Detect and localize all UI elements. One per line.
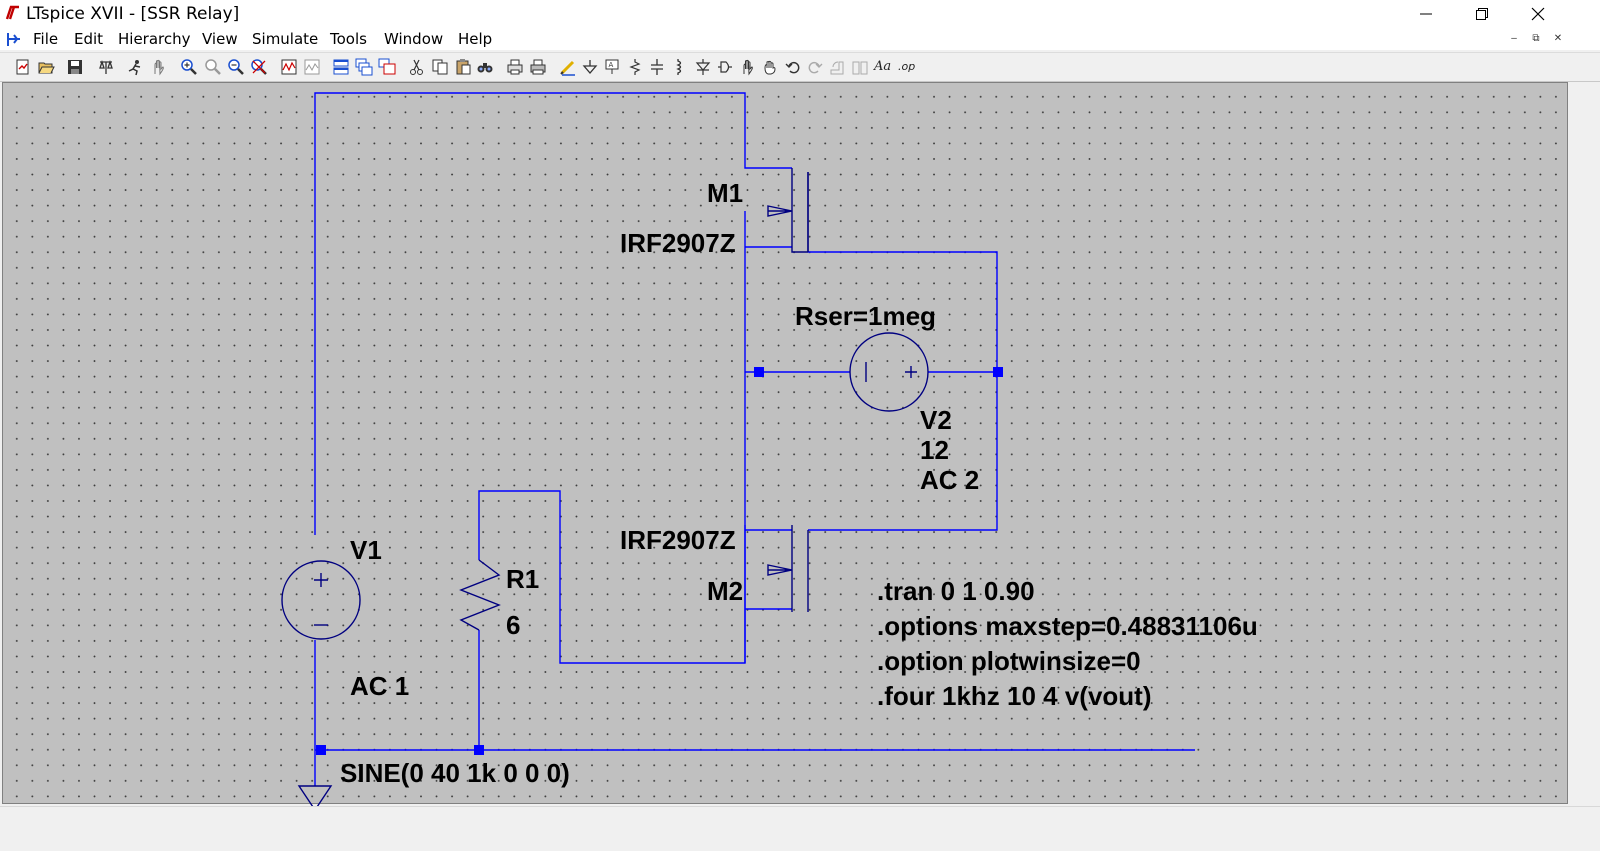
autorange-icon[interactable] xyxy=(280,58,298,76)
v2-param-label[interactable]: Rser=1meg xyxy=(795,301,936,331)
control-panel-icon[interactable] xyxy=(97,58,115,76)
resistor-r1[interactable] xyxy=(459,559,501,631)
print-preview-icon[interactable] xyxy=(506,58,524,76)
menu-view[interactable]: View xyxy=(202,30,238,48)
paste-icon[interactable] xyxy=(454,58,472,76)
menu-hierarchy[interactable]: Hierarchy xyxy=(118,30,191,48)
close-button[interactable] xyxy=(1510,0,1566,28)
junctions xyxy=(316,367,1003,755)
menu-file[interactable]: File xyxy=(33,30,59,48)
tile-vertical-icon[interactable] xyxy=(378,58,396,76)
svg-text:A: A xyxy=(609,61,614,69)
v2-ac-label[interactable]: AC 2 xyxy=(920,465,980,495)
spice-directive-option-plotwinsize[interactable]: .option plotwinsize=0 xyxy=(877,646,1141,676)
new-schematic-icon[interactable] xyxy=(14,58,32,76)
find-icon[interactable] xyxy=(476,58,494,76)
spice-directive-options[interactable]: .options maxstep=0.48831106u xyxy=(877,611,1258,641)
mdi-minimize-button[interactable]: – xyxy=(1511,33,1517,44)
menu-help[interactable]: Help xyxy=(458,30,493,48)
zoom-fit-icon[interactable] xyxy=(250,58,268,76)
menu-tools[interactable]: Tools xyxy=(330,30,367,48)
wire-m1-source-to-m2-source xyxy=(478,247,746,664)
minimize-button[interactable] xyxy=(1398,0,1454,28)
menu-edit[interactable]: Edit xyxy=(74,30,104,48)
wire-v1-to-m1-drain xyxy=(314,92,792,535)
move-icon[interactable] xyxy=(739,58,757,76)
schematic-doc-icon[interactable] xyxy=(5,31,23,48)
v1-name-label[interactable]: V1 xyxy=(350,535,382,565)
junction-r1-ground xyxy=(474,745,484,755)
junction-right xyxy=(993,367,1003,377)
zoom-out-icon[interactable] xyxy=(227,58,245,76)
status-bar xyxy=(0,806,1600,851)
m2-name-label[interactable]: M2 xyxy=(707,576,744,606)
rotate-icon[interactable] xyxy=(829,58,847,76)
minimize-icon xyxy=(1420,13,1432,15)
run-icon[interactable] xyxy=(126,58,144,76)
tile-horizontal-icon[interactable] xyxy=(332,58,350,76)
inductor-icon[interactable] xyxy=(670,58,688,76)
voltage-source-v1[interactable] xyxy=(281,560,361,640)
zoom-pan-icon[interactable] xyxy=(204,58,222,76)
vertical-scrollbar[interactable] xyxy=(1568,82,1600,804)
restore-icon xyxy=(1476,8,1488,20)
cut-icon[interactable] xyxy=(408,58,426,76)
m1-value-label[interactable]: IRF2907Z xyxy=(620,228,736,258)
r1-name-label[interactable]: R1 xyxy=(506,564,540,594)
toolbar: A Aa .op xyxy=(0,52,1600,82)
save-icon[interactable] xyxy=(66,58,84,76)
menu-simulate[interactable]: Simulate xyxy=(252,30,319,48)
m1-name-label[interactable]: M1 xyxy=(707,178,744,208)
ground-icon[interactable] xyxy=(581,58,599,76)
wire-v2-loop xyxy=(808,251,998,531)
menu-window[interactable]: Window xyxy=(384,30,444,48)
zoom-in-icon[interactable] xyxy=(180,58,198,76)
junction-v1-ground xyxy=(316,745,326,755)
v1-ac-label[interactable]: AC 1 xyxy=(350,671,410,701)
r1-value-label[interactable]: 6 xyxy=(506,610,521,640)
mosfet-m1[interactable] xyxy=(767,168,809,253)
capacitor-icon[interactable] xyxy=(648,58,666,76)
close-icon xyxy=(1531,7,1545,21)
print-icon[interactable] xyxy=(529,58,547,76)
cascade-icon[interactable] xyxy=(355,58,373,76)
mdi-restore-button[interactable]: ⧉ xyxy=(1532,33,1540,44)
text-icon[interactable]: Aa xyxy=(874,59,892,74)
ground-symbol[interactable] xyxy=(297,785,333,812)
restore-button[interactable] xyxy=(1454,0,1510,28)
junction-left xyxy=(754,367,764,377)
halt-icon[interactable] xyxy=(150,58,168,76)
draw-wire-icon[interactable] xyxy=(559,58,577,76)
ltspice-logo-icon xyxy=(5,5,19,20)
window-title: LTspice XVII - [SSR Relay] xyxy=(26,4,240,24)
mosfet-m2[interactable] xyxy=(767,525,809,612)
resistor-icon[interactable] xyxy=(626,58,644,76)
v2-value-label[interactable]: 12 xyxy=(920,435,949,465)
mirror-icon[interactable] xyxy=(851,58,869,76)
undo-icon[interactable] xyxy=(784,58,802,76)
open-icon[interactable] xyxy=(37,58,55,76)
voltage-source-v2[interactable] xyxy=(849,332,929,412)
spice-directive-four[interactable]: .four 1khz 10 4 v(vout) xyxy=(877,681,1152,711)
mdi-close-button[interactable]: ✕ xyxy=(1553,33,1563,44)
label-net-icon[interactable]: A xyxy=(603,58,621,76)
wires xyxy=(314,92,1195,786)
redo-icon[interactable] xyxy=(806,58,824,76)
menu-bar: File Edit Hierarchy View Simulate Tools … xyxy=(0,28,1600,50)
title-bar: LTspice XVII - [SSR Relay] xyxy=(0,0,1600,28)
v2-name-label[interactable]: V2 xyxy=(920,405,952,435)
pick-visible-traces-icon[interactable] xyxy=(303,58,321,76)
m2-value-label[interactable]: IRF2907Z xyxy=(620,525,736,555)
copy-icon[interactable] xyxy=(431,58,449,76)
spice-directive-icon[interactable]: .op xyxy=(898,60,916,73)
v1-value-label[interactable]: SINE(0 40 1k 0 0 0) xyxy=(340,758,570,788)
drag-icon[interactable] xyxy=(761,58,779,76)
schematic-canvas[interactable] xyxy=(2,82,1568,804)
diode-icon[interactable] xyxy=(694,58,712,76)
component-icon[interactable] xyxy=(716,58,734,76)
spice-directive-tran[interactable]: .tran 0 1 0.90 xyxy=(877,576,1035,606)
